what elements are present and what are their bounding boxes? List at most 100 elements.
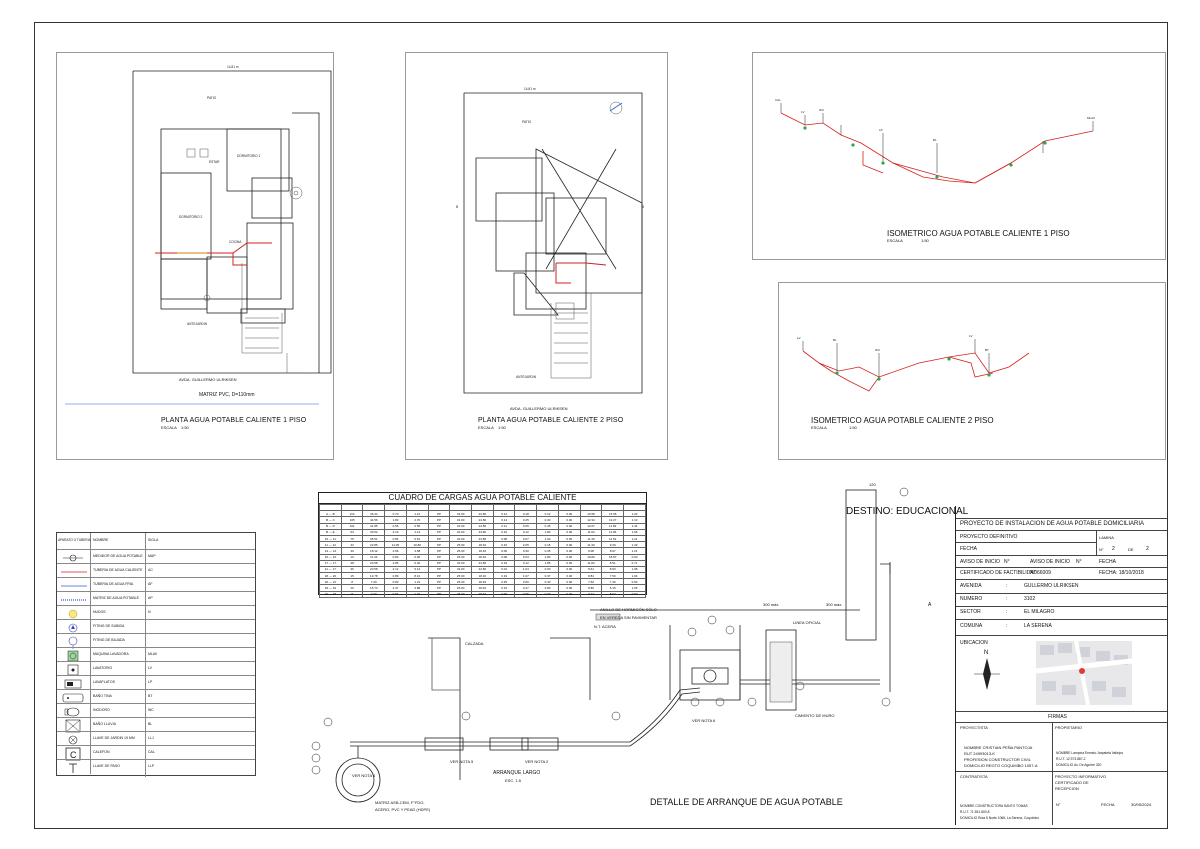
plan-1-panel: 14.81 m PATIO ESTAR DORMITORIO 1 DORMITO… xyxy=(56,52,334,460)
legend-item-sigla: LP xyxy=(148,680,153,684)
legend-item-name: LLAVE DE JARDIN 19 MM xyxy=(93,736,135,740)
legend-item-name: BAÑO LLUVIA xyxy=(93,722,116,726)
legend-item-name: FITING DE BAJADA xyxy=(93,638,125,642)
lamina-number: 2 xyxy=(1112,546,1115,552)
plan-2-scale: 1:50 xyxy=(498,425,506,430)
loads-table-cell: 7.20 xyxy=(362,590,386,598)
loads-table-cell: 8 xyxy=(340,590,364,598)
garden-tap-icon xyxy=(68,735,78,745)
legend-item-name: FITING DE SUBIDA xyxy=(93,624,125,628)
propietario-label: PROPIETARIO xyxy=(1055,725,1083,730)
sink-icon xyxy=(67,664,79,676)
certificado-label: CERTIFICADO DE FACTIBILIDAD xyxy=(960,570,1038,576)
legend-item-name: MEDIDOR DE AGUA POTABLE xyxy=(93,554,143,558)
legend-item-sigla: LLP xyxy=(148,764,155,768)
detail-matriz-label-2: ACERO, PVC Y PEAD (HDPE) xyxy=(375,807,431,812)
legend-header-sigla: SIGLA xyxy=(148,538,159,542)
drawing-sheet-border xyxy=(34,22,1168,829)
svg-text:B: B xyxy=(642,205,644,209)
north-label: N xyxy=(984,650,989,656)
drop-fitting-icon xyxy=(68,636,78,649)
detail-ver-nota-2: VER NOTA 2 xyxy=(525,759,549,764)
svg-text:BL: BL xyxy=(833,338,837,342)
loads-table-cell: 0.60 xyxy=(623,590,646,598)
comuna-colon: : xyxy=(1006,623,1008,629)
isometric-1-title: ISOMETRICO AGUA POTABLE CALIENTE 1 PISO xyxy=(887,229,1070,238)
plan-2-scale-label: ESCALA xyxy=(478,425,494,430)
legend-item-sigla: BT xyxy=(148,694,153,698)
loads-table-title: CUADRO DE CARGAS AGUA POTABLE CALIENTE xyxy=(319,493,646,504)
svg-text:LP: LP xyxy=(879,128,883,132)
plan-2-street-label: AVDA. GUILLERMO ULRIKSEN xyxy=(510,406,568,411)
legend-symbol-cell xyxy=(57,564,91,578)
legend-symbol-cell xyxy=(57,718,91,733)
loads-table-cell: PP xyxy=(427,590,451,598)
loads-table-cell: 19 — 18 xyxy=(319,590,342,598)
destino-label: DESTINO: EDUCACIONAL xyxy=(846,506,969,517)
legend-symbol-cell xyxy=(57,732,91,746)
svg-text:MLAV: MLAV xyxy=(1087,116,1095,120)
legend-header-aparato: APARATO O TUBERIA xyxy=(58,538,91,542)
svg-text:PATIO: PATIO xyxy=(522,120,532,124)
loads-table-cell: 18.40 xyxy=(471,590,494,598)
svg-text:ANTEJARDIN: ANTEJARDIN xyxy=(516,375,537,379)
legend-item-name: LAVATORIO xyxy=(93,666,113,670)
propietario-domicilio: DOMICILIO Av. De Aguirre 320 xyxy=(1056,763,1102,767)
loads-table-header-row xyxy=(319,503,646,512)
certificado-de-label: CERTIFICADO DE xyxy=(1055,780,1089,785)
detail-nt-acera-label: N.T. ACERA xyxy=(594,624,616,629)
legend-item-sigla: N xyxy=(148,610,151,614)
loads-table-cell: 1.94 xyxy=(405,590,429,598)
legend-item-sigla: AC xyxy=(148,568,153,572)
numero-value: 3102 xyxy=(1024,596,1036,602)
avenida-value: GULLERMO ULRIKSEN xyxy=(1024,583,1079,589)
legend-header-nombre: NOMBRE xyxy=(93,538,109,542)
bathtub-icon xyxy=(62,693,84,703)
contratista-rut: R.U.T. 71.551.500-8 xyxy=(960,810,990,814)
legend-symbol-cell xyxy=(57,648,91,662)
legend-item-name: INODORO xyxy=(93,708,110,712)
legend-symbol-cell xyxy=(57,578,91,592)
lamina-total: 2 xyxy=(1146,546,1149,552)
svg-text:B: B xyxy=(456,205,458,209)
aviso-inicio-2-n: N° xyxy=(1076,559,1082,565)
legend-item-sigla: AP xyxy=(148,596,153,600)
detail-ver-nota-4: VER NOTA 4 xyxy=(352,773,376,778)
propietario-nombre: NOMBRE Lampina Ernesto Jarpaleta Vallejo… xyxy=(1056,751,1124,755)
detail-subscale: ESC. 1:5 xyxy=(505,778,522,783)
washing-machine-icon xyxy=(67,650,79,662)
arranque-detail-drawing xyxy=(311,487,909,803)
isometric-2-scale: 1:50 xyxy=(849,425,857,430)
legend-item-sigla: CAL xyxy=(148,750,155,754)
plan-2-title: PLANTA AGUA POTABLE CALIENTE 2 PISO xyxy=(478,417,624,424)
detail-calzada-label: CALZADA xyxy=(465,641,484,646)
sector-colon: : xyxy=(1006,609,1008,615)
legend-item-name: TUBERIA DE AGUA CALIENTE xyxy=(93,568,143,572)
svg-text:CAL: CAL xyxy=(775,98,781,102)
svg-text:PATIO: PATIO xyxy=(207,96,217,100)
cold-pipe-line-icon xyxy=(61,585,87,587)
legend-symbol-cell xyxy=(57,690,91,704)
north-arrow-icon xyxy=(974,658,1000,690)
svg-text:14.81 m: 14.81 m xyxy=(227,65,239,69)
legend-symbol-cell xyxy=(57,592,91,606)
sector-value: EL MILAGRO xyxy=(1024,609,1055,615)
detail-linea-oficial-label: LINEA OFICIAL xyxy=(793,620,822,625)
legend-item-name: CALEFON xyxy=(93,750,110,754)
legend-symbol-cell xyxy=(57,620,91,634)
legend-symbol-cell xyxy=(57,676,91,690)
legend-item-sigla: AF xyxy=(148,582,153,586)
